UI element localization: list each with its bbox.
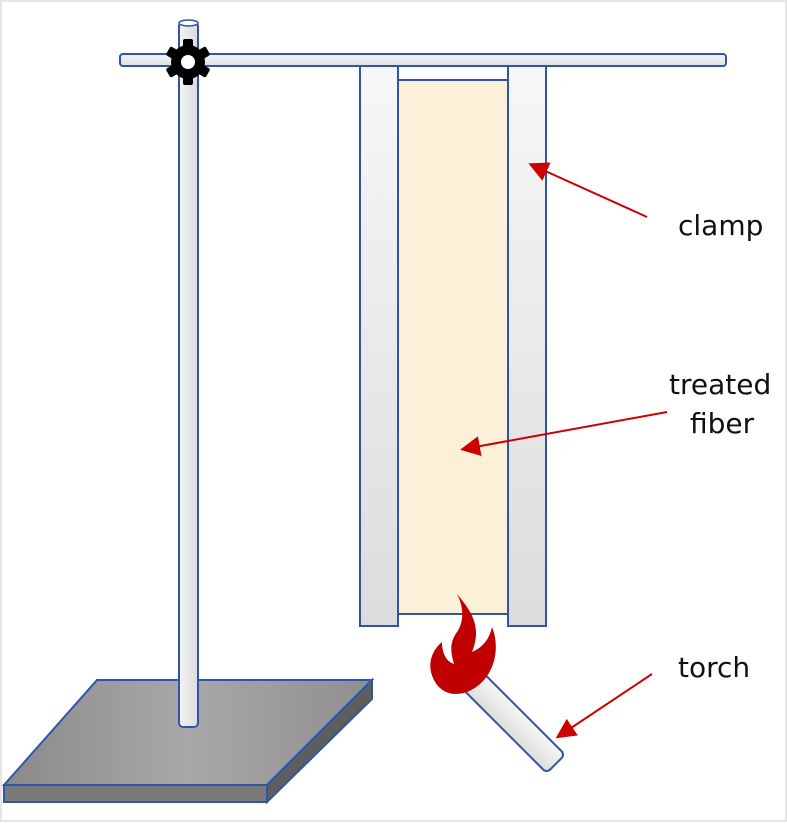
torch-arrow bbox=[555, 673, 653, 739]
clamp-left bbox=[359, 65, 399, 627]
fiber-arrow bbox=[460, 411, 668, 456]
flame-icon bbox=[430, 594, 496, 694]
fiber-label: fiber bbox=[690, 407, 755, 440]
horizontal-bar bbox=[119, 53, 727, 67]
clamp-label: clamp bbox=[678, 209, 763, 242]
treated-fiber-sample bbox=[397, 79, 509, 615]
stand-rod bbox=[178, 19, 199, 728]
treated-label: treated bbox=[669, 368, 771, 401]
gear-icon bbox=[166, 39, 210, 85]
torch-label: torch bbox=[678, 651, 750, 684]
stand-base bbox=[2, 677, 375, 805]
clamp-right bbox=[507, 65, 547, 627]
clamp-arrow bbox=[528, 162, 648, 218]
